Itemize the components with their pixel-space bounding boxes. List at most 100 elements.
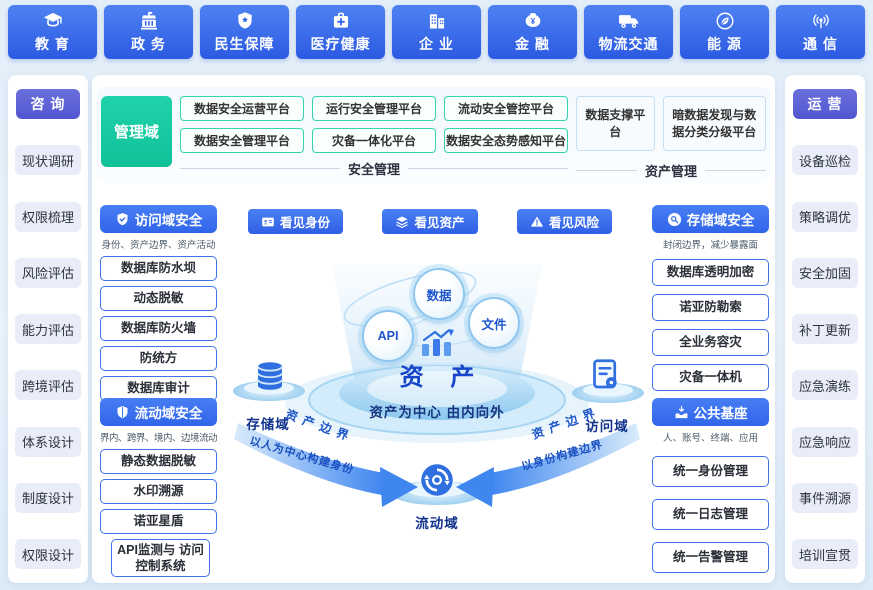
- platform-highlight: [367, 371, 507, 407]
- telecom-icon: [812, 14, 829, 28]
- product-box[interactable]: 静态数据脱敏: [100, 449, 217, 474]
- platform-box[interactable]: 流动安全管控平台: [444, 96, 568, 121]
- sidebar-item-strategy-tuning[interactable]: 策略调优: [792, 201, 858, 232]
- tab-telecom[interactable]: 通 信: [776, 5, 865, 59]
- management-domain-row: 管理域 数据安全运营平台 运行安全管理平台 流动安全管控平台 数据安全管理平台 …: [97, 87, 770, 183]
- tab-energy[interactable]: 能 源: [680, 5, 769, 59]
- tab-logistics[interactable]: 物流交通: [584, 5, 673, 59]
- sidebar-item-permission-design[interactable]: 权限设计: [15, 539, 81, 569]
- platform-box[interactable]: 数据支撑平台: [576, 96, 655, 151]
- platform-box[interactable]: 数据安全管理平台: [180, 128, 304, 153]
- sidebar-item-current-research[interactable]: 现状调研: [15, 145, 81, 176]
- platform-box[interactable]: 数据安全运营平台: [180, 96, 304, 121]
- see-assets-button[interactable]: 看见资产: [382, 209, 478, 234]
- product-box[interactable]: API监测与 访问控制系统: [111, 539, 210, 577]
- tab-label: 民生保障: [214, 35, 275, 52]
- tab-healthcare[interactable]: 医疗健康: [296, 5, 385, 59]
- sidebar-item-crossborder-assessment[interactable]: 跨境评估: [15, 370, 81, 401]
- product-box[interactable]: 数据库审计: [100, 376, 217, 401]
- identity-arrow-head: [380, 467, 418, 507]
- asset-tagline: 资产为中心 由内向外: [369, 405, 505, 420]
- tab-enterprise[interactable]: 企 业: [392, 5, 481, 59]
- access-domain-section: 访问域安全 身份、资产边界、资产活动 数据库防水坝 动态脱敏 数据库防火墙 防统…: [100, 205, 217, 401]
- product-box[interactable]: 全业务容灾: [652, 329, 769, 356]
- tab-government[interactable]: 政 务: [104, 5, 193, 59]
- svg-text:¥: ¥: [530, 17, 535, 26]
- see-identity-button[interactable]: 看见身份: [248, 209, 344, 234]
- data-bubble: 数据: [413, 268, 465, 320]
- sidebar-item-security-hardening[interactable]: 安全加固: [792, 257, 858, 288]
- sidebar-item-incident-tracing[interactable]: 事件溯源: [792, 482, 858, 513]
- view-buttons-row: 看见身份 看见资产 看见风险: [248, 209, 612, 234]
- product-box[interactable]: 统一日志管理: [652, 499, 769, 530]
- id-card-icon: [262, 217, 274, 226]
- tab-finance[interactable]: ¥ 金 融: [488, 5, 577, 59]
- sidebar-item-patch-update[interactable]: 补丁更新: [792, 314, 858, 344]
- sidebar-item-emergency-response[interactable]: 应急响应: [792, 426, 858, 457]
- management-domain-badge: 管理域: [101, 96, 172, 167]
- tab-label: 物流交通: [598, 35, 659, 52]
- healthcare-icon: [333, 12, 348, 28]
- sidebar-item-capability-assessment[interactable]: 能力评估: [15, 314, 81, 344]
- product-box[interactable]: 数据库防火墙: [100, 316, 217, 341]
- section-title: 公共基座: [693, 406, 748, 421]
- layers-icon: [396, 215, 409, 228]
- storage-domain-section: 存储域安全 封闭边界，减少暴露面 数据库透明加密 诺亚防勒索 全业务容灾 灾备一…: [652, 205, 769, 391]
- operation-header: 运 营: [793, 89, 857, 119]
- see-risks-button[interactable]: 看见风险: [516, 209, 612, 234]
- section-title: 流动域安全: [134, 406, 203, 421]
- storage-domain-label: 存储域: [246, 417, 290, 432]
- access-domain-header[interactable]: 访问域安全: [100, 205, 217, 233]
- product-box[interactable]: 统一告警管理: [652, 542, 769, 573]
- product-box[interactable]: 动态脱敏: [100, 286, 217, 311]
- security-management-group: 数据安全运营平台 运行安全管理平台 流动安全管控平台 数据安全管理平台 灾备一体…: [180, 96, 569, 178]
- product-box[interactable]: 水印溯源: [100, 479, 217, 504]
- flow-domain-header[interactable]: 流动域安全: [100, 398, 217, 426]
- button-label: 看见身份: [280, 216, 331, 230]
- public-base-header[interactable]: 公共基座: [652, 398, 769, 426]
- sidebar-item-emergency-drill[interactable]: 应急演练: [792, 370, 858, 401]
- boundary-arrow: [490, 423, 640, 495]
- platform-box[interactable]: 数据安全态势感知平台: [444, 128, 568, 153]
- button-label: 看见资产: [414, 216, 465, 230]
- sidebar-item-system-design[interactable]: 体系设计: [15, 426, 81, 457]
- product-box[interactable]: 数据库透明加密: [652, 259, 769, 286]
- product-box[interactable]: 灾备一体机: [652, 364, 769, 391]
- section-subtitle: 封闭边界，减少暴露面: [662, 240, 758, 251]
- asset-management-group: 数据支撑平台 暗数据发现与数据分类分级平台 资产管理: [576, 96, 767, 180]
- tab-label: 能 源: [707, 35, 742, 52]
- identity-arrow: [234, 423, 384, 495]
- warning-icon: [530, 215, 544, 227]
- platform-base-icon: [675, 405, 687, 418]
- storage-domain-header[interactable]: 存储域安全: [652, 205, 769, 233]
- sidebar-item-permission-sorting[interactable]: 权限梳理: [15, 201, 81, 232]
- product-box[interactable]: 数据库防水坝: [100, 256, 217, 281]
- consulting-sidebar: 咨 询 现状调研 权限梳理 风险评估 能力评估 跨境评估 体系设计 制度设计 权…: [8, 75, 88, 583]
- shield-check-icon: [117, 212, 128, 225]
- product-box[interactable]: 诺亚星盾: [100, 509, 217, 534]
- sidebar-item-training[interactable]: 培训宣贯: [792, 539, 858, 569]
- product-box[interactable]: 诺亚防勒索: [652, 294, 769, 321]
- sidebar-item-device-inspection[interactable]: 设备巡检: [792, 145, 858, 176]
- boundary-arrow-head: [456, 467, 494, 507]
- tab-education[interactable]: 教 育: [8, 5, 97, 59]
- platform-box[interactable]: 暗数据发现与数据分类分级平台: [662, 96, 766, 151]
- document-eye-icon: [593, 359, 617, 389]
- shield-icon: [117, 405, 128, 418]
- shield-search-icon: [667, 212, 681, 226]
- main-panel: 管理域 数据安全运营平台 运行安全管理平台 流动安全管控平台 数据安全管理平台 …: [92, 75, 775, 583]
- tab-label: 通 信: [803, 35, 838, 52]
- asset-management-label: 资产管理: [645, 164, 698, 179]
- consulting-header: 咨 询: [16, 89, 80, 119]
- product-box[interactable]: 防统方: [100, 346, 217, 371]
- tab-label: 医疗健康: [310, 35, 371, 52]
- bar-chart-icon: [422, 329, 454, 356]
- tab-label: 金 融: [515, 35, 550, 52]
- sidebar-item-policy-design[interactable]: 制度设计: [15, 482, 81, 513]
- platform-box[interactable]: 运行安全管理平台: [312, 96, 436, 121]
- platform-box[interactable]: 灾备一体化平台: [312, 128, 436, 153]
- tab-welfare[interactable]: 民生保障: [200, 5, 289, 59]
- product-box[interactable]: 统一身份管理: [652, 456, 769, 487]
- asset-management-label-row: 资产管理: [576, 161, 767, 180]
- sidebar-item-risk-assessment[interactable]: 风险评估: [15, 257, 81, 288]
